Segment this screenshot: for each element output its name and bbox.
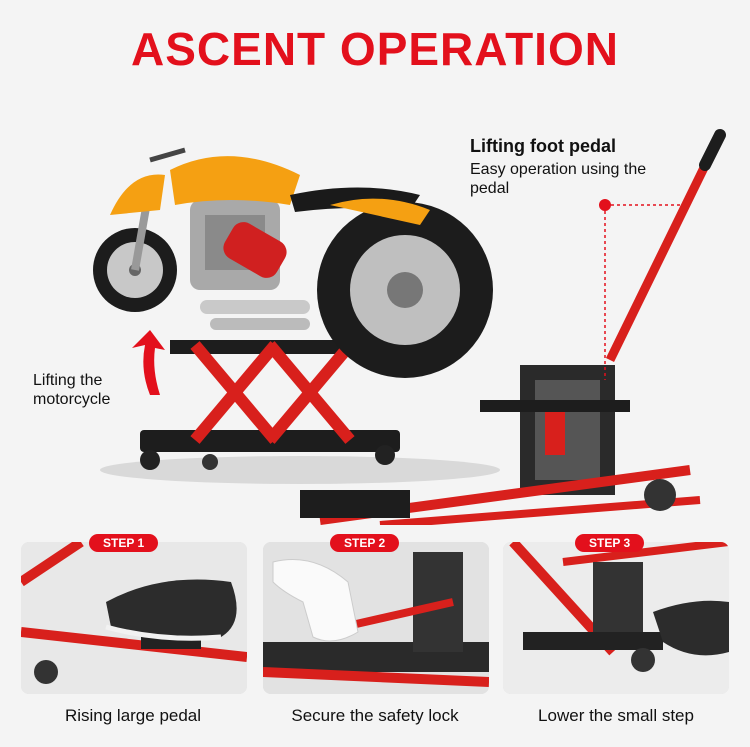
step-3-badge: STEP 3 <box>575 534 645 552</box>
step-3-caption: Lower the small step <box>538 706 694 725</box>
step-1-photo <box>21 542 247 694</box>
step-2-caption: Secure the safety lock <box>291 706 459 725</box>
callout-title: Lifting foot pedal <box>470 136 616 156</box>
step-2-photo <box>263 542 489 694</box>
callout-pointer <box>599 199 680 380</box>
motorcycle <box>93 147 493 378</box>
callout-text: Easy operation using the pedal <box>470 161 647 197</box>
step-2-badge: STEP 2 <box>330 534 400 552</box>
page-title: ASCENT OPERATION <box>131 23 619 75</box>
step-1-badge: STEP 1 <box>89 534 159 552</box>
motorcycle-jack-illustration <box>93 129 726 525</box>
lift-arrow-icon <box>132 330 165 395</box>
lift-label: Lifting the motorcycle <box>33 372 111 408</box>
jack-base <box>140 340 400 470</box>
step-1-caption: Rising large pedal <box>64 706 202 725</box>
step-3-photo <box>503 542 729 694</box>
pedal-assembly <box>300 129 726 525</box>
